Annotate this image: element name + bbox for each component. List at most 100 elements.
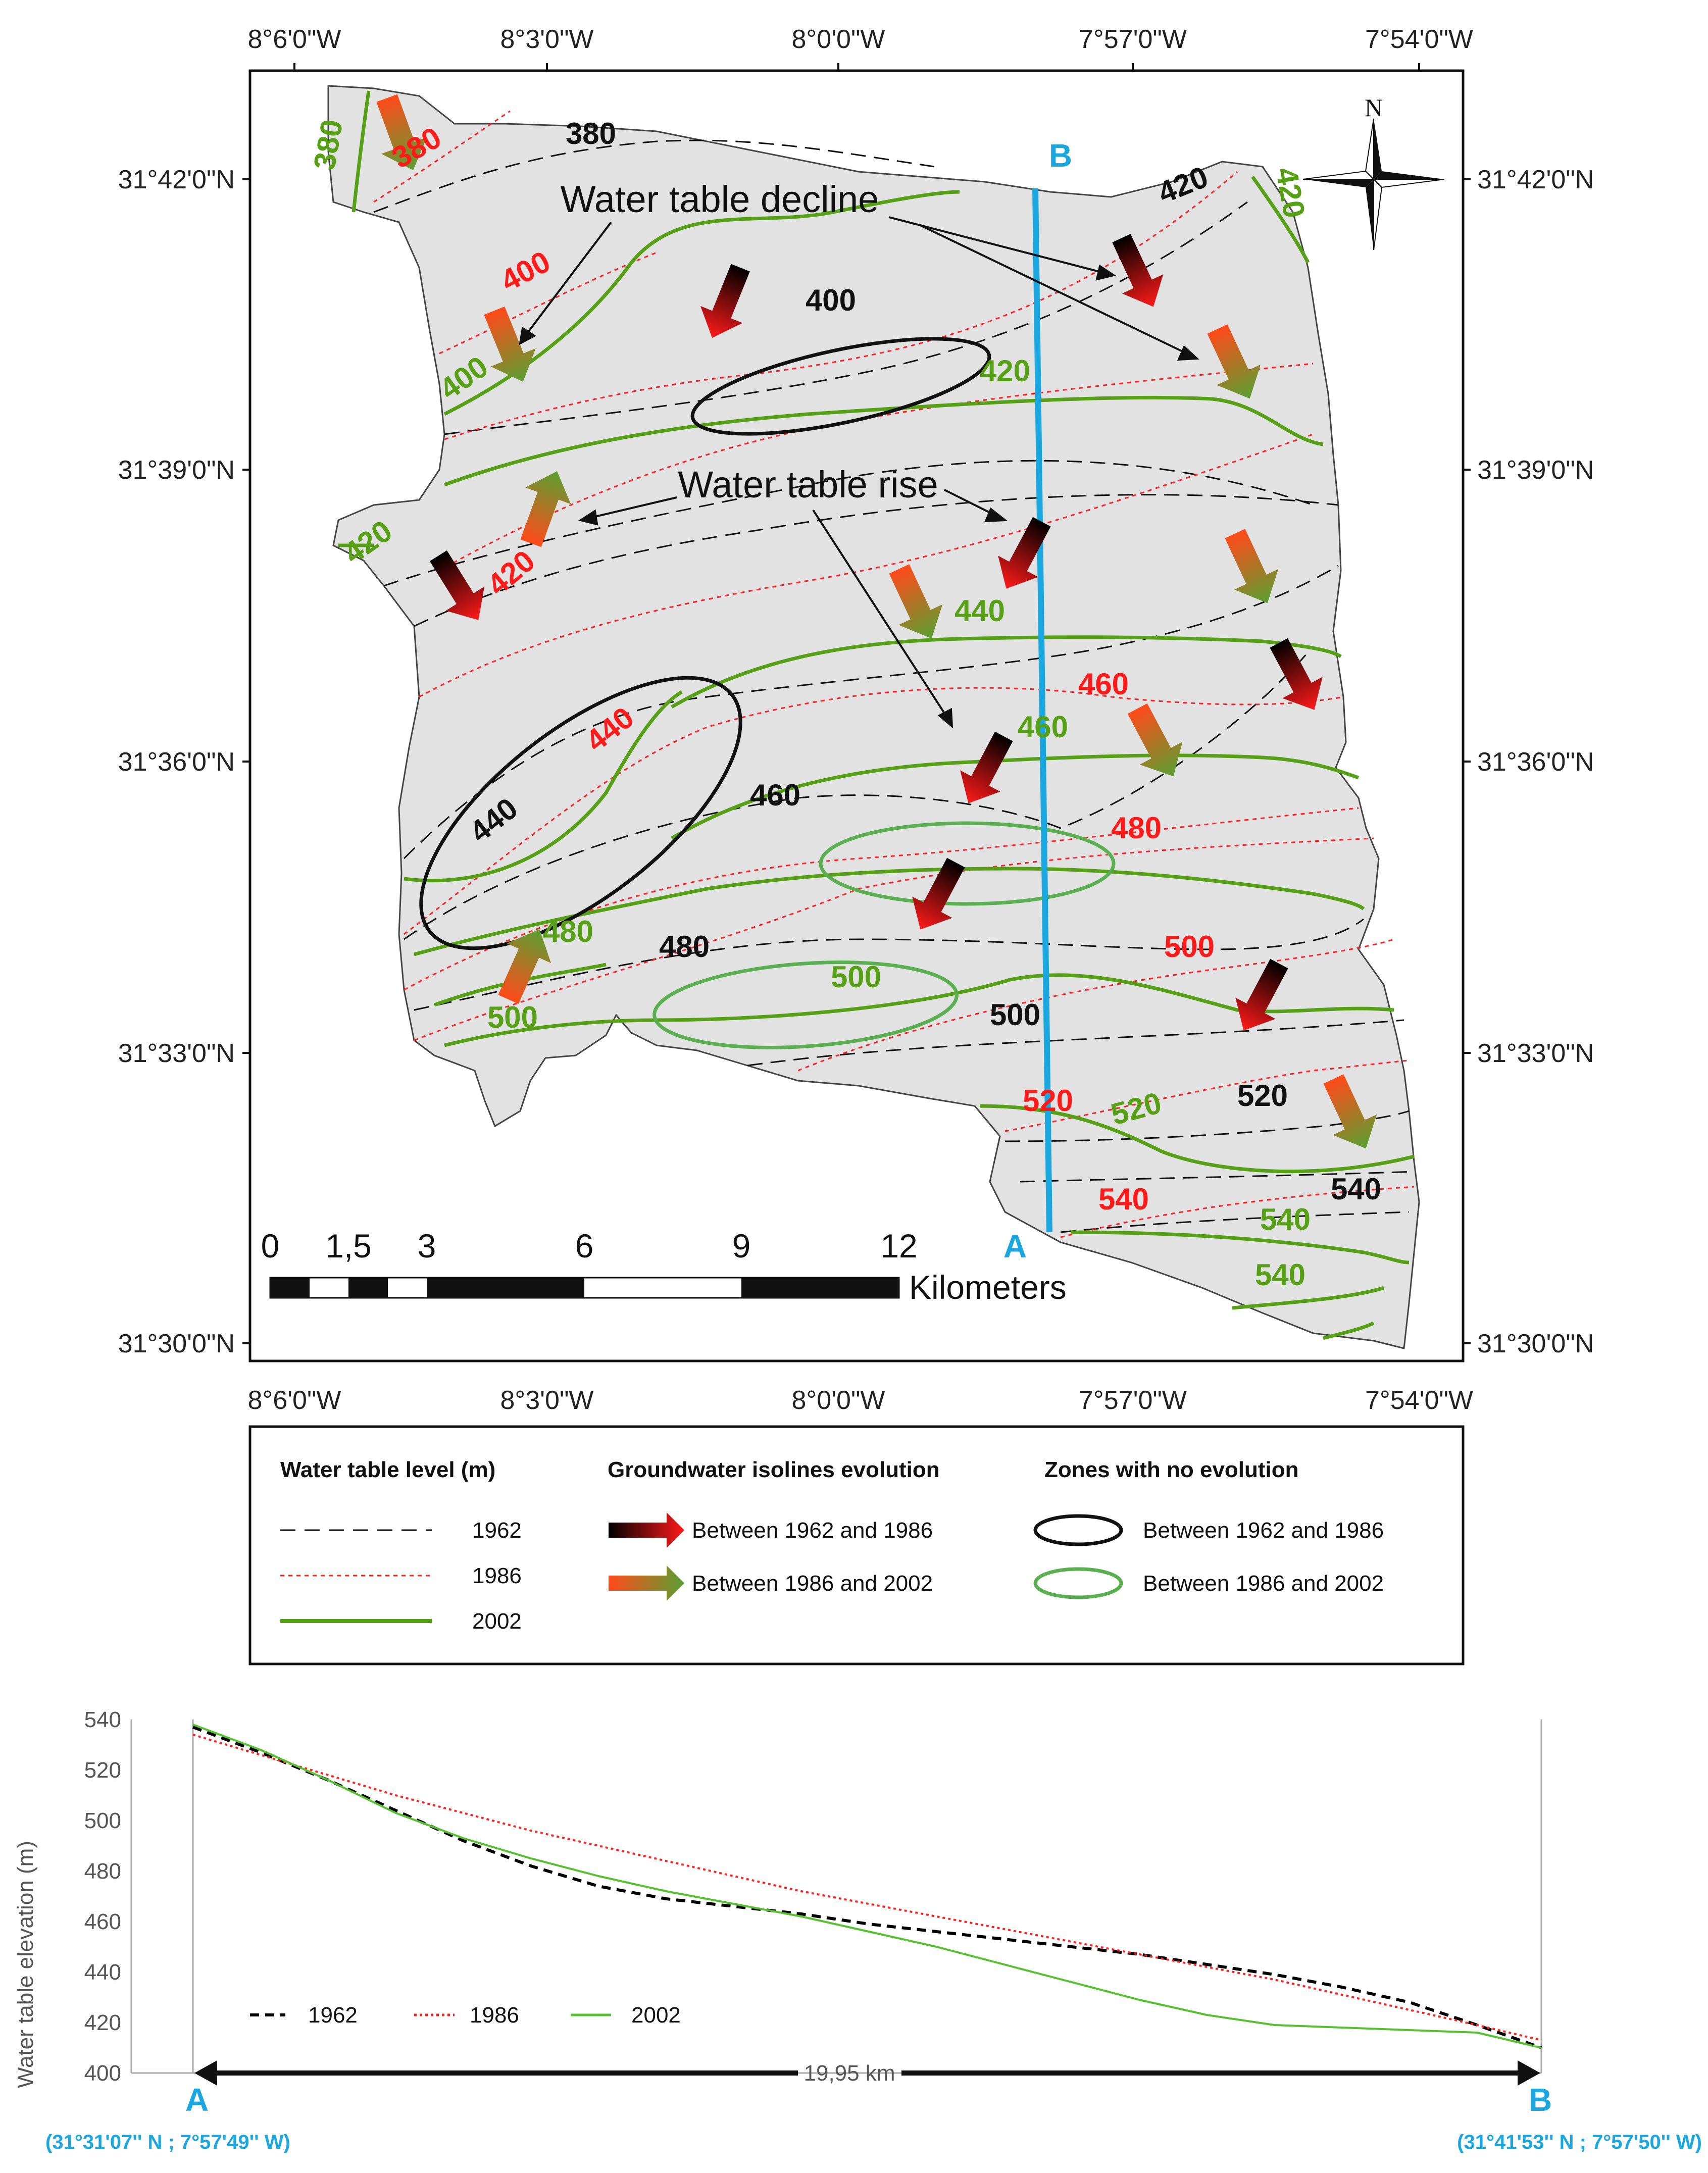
lon-label: 7°54'0"W — [1365, 25, 1473, 54]
no-evolution-zones — [419, 337, 1116, 1049]
legend-item: Between 1986 and 2002 — [692, 1571, 933, 1596]
profile-chart: Water table elevation (m) 40042044046048… — [13, 1707, 1702, 2153]
lat-label: 31°33'0"N — [1477, 1039, 1594, 1068]
series-line-2002 — [192, 1724, 1542, 2049]
legend-item: Between 1986 and 2002 — [1143, 1571, 1384, 1596]
scale-tick: 12 — [880, 1227, 917, 1265]
chart-point-a: A — [185, 2082, 209, 2118]
distance-arrow: 19,95 km — [194, 2060, 1540, 2086]
lon-label: 7°54'0"W — [1365, 1386, 1473, 1415]
y-tick-label: 440 — [84, 1960, 121, 1985]
legend-item: 2002 — [472, 1609, 522, 1634]
legend-heading: Water table level (m) — [280, 1457, 495, 1482]
top-longitude-labels: 8°6'0"W 8°3'0"W 8°0'0"W 7°57'0"W 7°54'0"… — [247, 25, 1473, 54]
y-tick-label: 400 — [84, 2061, 121, 2086]
arrow-down-icon — [1270, 638, 1323, 710]
lat-label: 31°42'0"N — [118, 165, 235, 194]
lon-label: 8°6'0"W — [247, 1386, 341, 1415]
isoline-label: 400 — [806, 283, 856, 317]
isoline-label: 500 — [487, 1000, 538, 1034]
legend-item: 1962 — [472, 1518, 522, 1543]
arrow-down-icon — [1127, 703, 1183, 777]
isoline-label: 460 — [1078, 667, 1129, 701]
isoline-label: 480 — [659, 930, 710, 964]
legend-heading: Groundwater isolines evolution — [608, 1457, 940, 1482]
scale-tick: 9 — [732, 1227, 751, 1265]
isoline-label: 420 — [980, 354, 1030, 388]
arrow-down-icon — [1112, 234, 1164, 307]
arrow-down-icon — [1225, 529, 1279, 603]
arrow-up-icon — [520, 471, 571, 547]
legend: Water table level (m) Groundwater isolin… — [248, 1425, 1465, 1665]
series-line-1986 — [192, 1734, 1542, 2041]
lon-label: 8°3'0"W — [500, 1386, 593, 1415]
isoline-label: 380 — [566, 117, 616, 150]
arrow-down-icon — [429, 550, 485, 620]
legend-item: 1986 — [472, 1563, 522, 1588]
series-line-1962 — [192, 1726, 1542, 2049]
arrow-down-icon — [1207, 324, 1261, 399]
arrow-down-icon — [484, 306, 536, 382]
north-arrow-icon: N — [1302, 93, 1445, 250]
isoline-label: 460 — [1018, 710, 1068, 744]
distance-label: 19,95 km — [804, 2061, 895, 2086]
zone-1986-2002 — [652, 961, 959, 1049]
coord-b: (31°41'53'' N ; 7°57'50'' W) — [1457, 2131, 1702, 2153]
lon-label: 8°0'0"W — [791, 1386, 885, 1415]
y-axis-label: Water table elevation (m) — [13, 1841, 38, 2088]
isoline-label: 500 — [831, 960, 881, 994]
y-tick-label: 460 — [84, 1909, 121, 1934]
legend-item: Between 1962 and 1986 — [1143, 1518, 1384, 1543]
lat-label: 31°33'0"N — [118, 1039, 235, 1068]
chart-legend-item: 1986 — [470, 2003, 519, 2028]
scale-unit: Kilometers — [909, 1269, 1067, 1306]
lat-label: 31°39'0"N — [1477, 456, 1594, 485]
lat-label: 31°30'0"N — [1477, 1329, 1594, 1358]
isoline-label: 540 — [1098, 1182, 1149, 1216]
zone-1986-2002 — [819, 821, 1116, 906]
isoline-label: 500 — [1164, 930, 1215, 964]
arrow-up-icon — [498, 929, 551, 1004]
left-latitude-labels: 31°42'0"N 31°39'0"N 31°36'0"N 31°33'0"N … — [118, 165, 235, 1358]
y-tick-label: 500 — [84, 1808, 121, 1833]
arrow-right-icon — [609, 1565, 684, 1601]
bottom-longitude-labels: 8°6'0"W 8°3'0"W 8°0'0"W 7°57'0"W 7°54'0"… — [247, 1386, 1473, 1415]
arrow-down-icon — [1323, 1074, 1377, 1149]
isoline-label: 540 — [1260, 1202, 1311, 1236]
arrow-up-icon — [700, 264, 750, 338]
arrows-1986-2002 — [376, 94, 1377, 1149]
scale-tick: 6 — [575, 1227, 594, 1265]
lat-label: 31°30'0"N — [118, 1329, 235, 1358]
lon-label: 8°6'0"W — [247, 25, 341, 54]
isolines-1962 — [373, 139, 1415, 1233]
arrows-1962-1986 — [429, 234, 1323, 1031]
isoline-label: 520 — [1237, 1079, 1288, 1113]
isoline-label: 540 — [1331, 1172, 1381, 1206]
scale-bar: 0 1,5 3 6 9 12 Kilometers — [261, 1227, 1067, 1306]
arrow-down-icon — [376, 94, 427, 171]
profile-point-a: A — [1003, 1228, 1027, 1265]
right-latitude-labels: 31°42'0"N 31°39'0"N 31°36'0"N 31°33'0"N … — [1477, 165, 1594, 1358]
lat-label: 31°42'0"N — [1477, 165, 1594, 194]
lat-label: 31°39'0"N — [118, 456, 235, 485]
lon-label: 7°57'0"W — [1079, 25, 1187, 54]
arrow-up-icon — [998, 517, 1051, 589]
isoline-label: 480 — [1111, 811, 1162, 845]
arrow-up-icon — [912, 857, 965, 930]
scale-tick: 0 — [261, 1227, 280, 1265]
chart-legend-item: 1962 — [308, 2003, 358, 2028]
arrow-down-icon — [889, 564, 943, 639]
isoline-label: 440 — [955, 594, 1005, 628]
scale-tick: 1,5 — [325, 1227, 372, 1265]
zone-1962-1986 — [419, 676, 742, 950]
north-label: N — [1365, 93, 1383, 122]
arrow-up-icon — [1235, 958, 1288, 1031]
annotation-rise-text: Water table rise — [678, 464, 938, 506]
y-tick-label: 520 — [84, 1758, 121, 1783]
isolines-1986 — [373, 110, 1415, 1238]
lon-label: 7°57'0"W — [1079, 1386, 1187, 1415]
arrow-right-icon — [609, 1512, 684, 1548]
lon-label: 8°3'0"W — [500, 25, 593, 54]
